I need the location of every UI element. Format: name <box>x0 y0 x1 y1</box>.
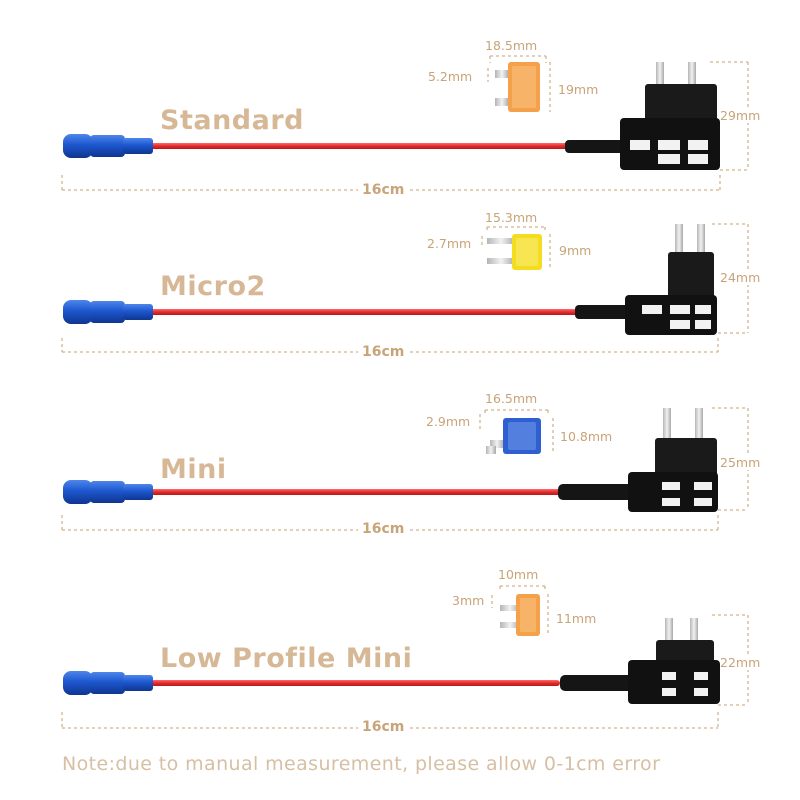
fuse-width-label: 10mm <box>498 567 539 582</box>
row-standard <box>61 55 749 191</box>
fuse-width-label: 15.3mm <box>485 210 538 225</box>
fuse-tap-holder <box>560 618 720 704</box>
wire <box>150 489 565 495</box>
fuse-width-label: 16.5mm <box>485 391 538 406</box>
measurement-note: Note:due to manual measurement, please a… <box>62 753 661 775</box>
fuse-blade-label: 2.7mm <box>427 236 472 251</box>
butt-connector <box>63 480 153 504</box>
fuse-tap-holder <box>565 62 720 170</box>
fuse-height-label: 19mm <box>558 82 599 97</box>
butt-connector <box>63 671 153 695</box>
fuse-blade-label: 2.9mm <box>426 414 471 429</box>
holder-height-label: 29mm <box>720 108 761 123</box>
fuse-blade-label: 3mm <box>452 593 485 608</box>
fuse-height-label: 11mm <box>556 611 597 626</box>
fuse-micro2 <box>487 234 542 270</box>
fuse-low-profile-mini <box>500 594 540 636</box>
wire-length-label: 16cm <box>358 344 409 360</box>
butt-connector <box>63 134 153 158</box>
fuse-tap-holder <box>575 224 717 335</box>
fuse-height-label: 10.8mm <box>560 429 613 444</box>
wire <box>150 680 560 686</box>
row-mini <box>61 407 749 531</box>
holder-height-label: 24mm <box>720 270 761 285</box>
row-micro2 <box>61 223 749 353</box>
fuse-width-label: 18.5mm <box>485 38 538 53</box>
type-label-micro2: Micro2 <box>160 271 266 302</box>
wire-length-label: 16cm <box>358 719 409 735</box>
type-label-low-profile-mini: Low Profile Mini <box>160 643 413 674</box>
wire <box>150 143 570 149</box>
type-label-standard: Standard <box>160 105 304 136</box>
type-label-mini: Mini <box>160 454 227 485</box>
fuse-standard <box>495 62 540 112</box>
row-low-profile-mini <box>61 585 749 729</box>
wire-length-label: 16cm <box>358 182 409 198</box>
holder-height-label: 25mm <box>720 455 761 470</box>
butt-connector <box>63 300 153 324</box>
fuse-height-label: 9mm <box>559 243 592 258</box>
wire <box>150 309 580 315</box>
fuse-mini <box>486 418 541 454</box>
fuse-blade-label: 5.2mm <box>428 69 473 84</box>
holder-height-label: 22mm <box>720 655 761 670</box>
wire-length-label: 16cm <box>358 521 409 537</box>
fuse-tap-holder <box>558 408 718 512</box>
